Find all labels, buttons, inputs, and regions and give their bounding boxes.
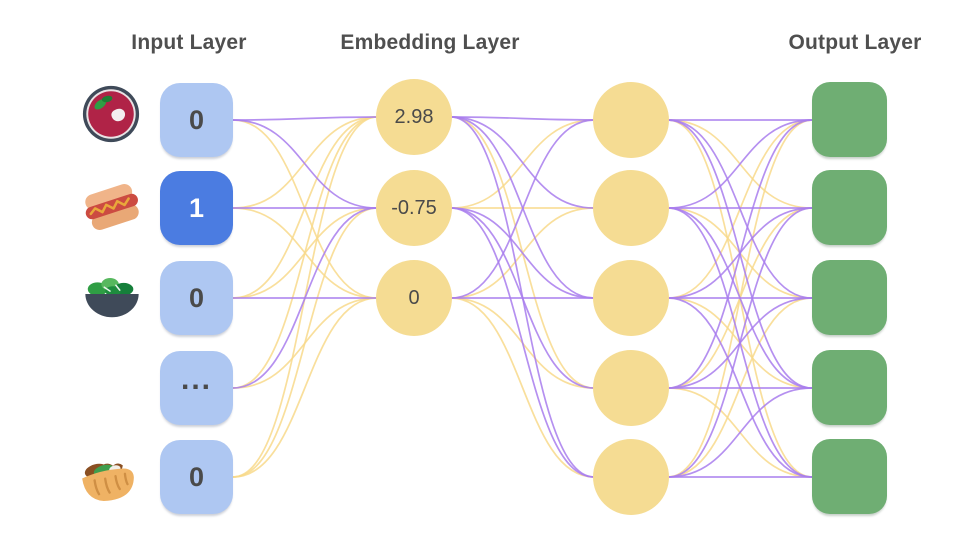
connection-edge <box>232 116 378 121</box>
connection-edge <box>232 207 378 478</box>
connection-edge <box>667 119 813 299</box>
input-node-salad: 0 <box>160 261 233 335</box>
connection-edge <box>232 207 378 389</box>
input-node-ellipsis: ... <box>160 351 233 425</box>
connection-edge <box>232 297 378 478</box>
embedding-value: 2.98 <box>394 105 434 128</box>
input-value: 0 <box>188 104 205 135</box>
connection-edge <box>450 116 595 209</box>
output-node-5 <box>812 439 887 514</box>
output-layer-title: Output Layer <box>788 31 922 54</box>
hidden-node-4 <box>593 350 669 426</box>
output-node-2 <box>812 170 887 245</box>
connection-edge <box>450 207 595 299</box>
connection-edge <box>232 119 378 209</box>
connection-edge <box>667 387 813 478</box>
hotdog-icon <box>85 184 139 230</box>
input-node-borscht: 0 <box>160 83 233 157</box>
connection-edge <box>232 116 378 209</box>
embedding-node-3: 0 <box>376 260 452 336</box>
hidden-node-3 <box>593 260 669 336</box>
hidden-node-1 <box>593 82 669 158</box>
embedding-node-1: 2.98 <box>376 79 452 155</box>
input-value: 1 <box>188 192 205 223</box>
input-node-hotdog: 1 <box>160 171 233 245</box>
hidden-node-2 <box>593 170 669 246</box>
embedding-value: -0.75 <box>391 196 437 219</box>
hidden-node-5 <box>593 439 669 515</box>
embedding-node-2: -0.75 <box>376 170 452 246</box>
input-node-flatbread: 0 <box>160 440 233 514</box>
connection-edge <box>450 207 595 478</box>
borscht-icon <box>82 85 140 143</box>
connection-edge <box>667 207 813 478</box>
stuffed-flatbread-icon <box>82 463 134 502</box>
input-value: 0 <box>188 282 205 313</box>
input-layer-title: Input Layer <box>131 31 247 54</box>
connection-edge <box>450 297 595 478</box>
salad-icon <box>85 278 139 318</box>
connection-edge <box>450 119 595 209</box>
connection-edge <box>667 119 813 389</box>
input-value: ... <box>180 363 212 396</box>
embedding-value: 0 <box>408 286 420 309</box>
connection-edge <box>450 116 595 121</box>
connection-edge <box>667 119 813 209</box>
output-node-3 <box>812 260 887 335</box>
output-node-4 <box>812 350 887 425</box>
output-node-1 <box>812 82 887 157</box>
connection-edge <box>232 116 378 389</box>
embedding-layer-title: Embedding Layer <box>340 31 520 54</box>
input-value: 0 <box>188 461 205 492</box>
connection-edge <box>450 119 595 299</box>
